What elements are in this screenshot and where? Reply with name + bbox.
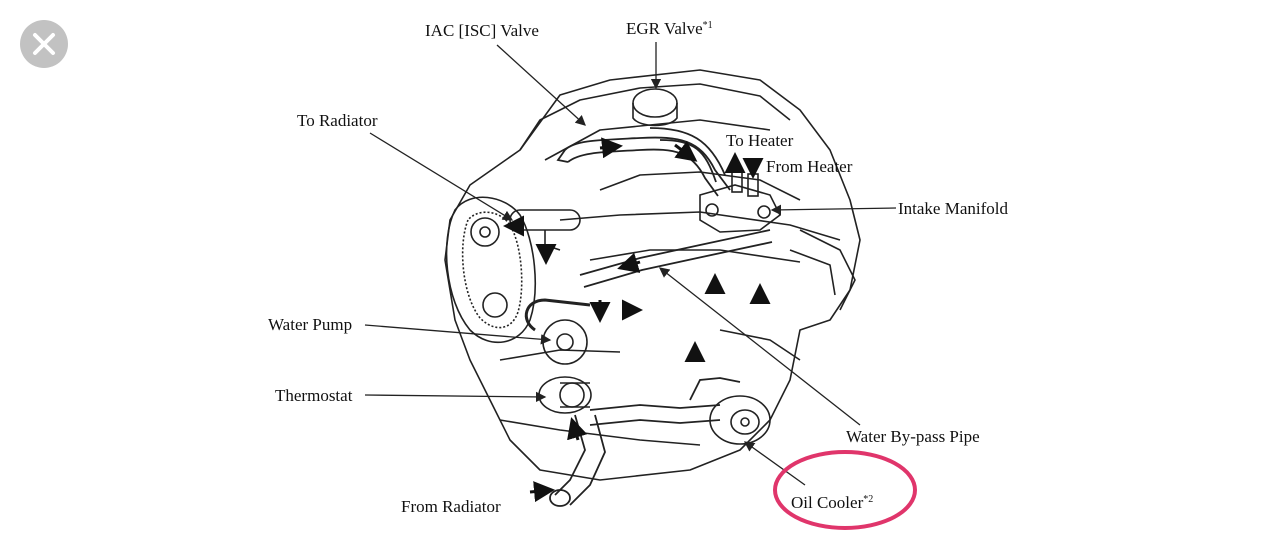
- label-from-radiator: From Radiator: [401, 497, 501, 516]
- flow-arrows: [503, 137, 771, 503]
- label-water-pump: Water Pump: [268, 315, 353, 334]
- engine-block: [444, 69, 861, 481]
- thermostat-shape: [538, 376, 592, 414]
- timing-belt: [445, 196, 536, 344]
- leader-lines: [364, 42, 897, 486]
- oil-cooler-shape: [709, 395, 771, 445]
- label-from-heater: From Heater: [766, 157, 853, 176]
- label-intake-manifold: Intake Manifold: [898, 199, 1008, 218]
- label-oil-cooler-note: *2: [863, 494, 874, 505]
- label-water-bypass-pipe: Water By-pass Pipe: [846, 427, 980, 446]
- label-egr-valve: EGR Valve*1: [626, 20, 713, 37]
- close-button[interactable]: [20, 20, 68, 68]
- egr-valve-shape: [632, 88, 678, 127]
- label-egr-valve-text: EGR Valve: [626, 19, 703, 38]
- label-egr-note: *1: [702, 20, 713, 31]
- label-oil-cooler-text: Oil Cooler: [791, 493, 864, 512]
- close-icon: [33, 33, 55, 55]
- label-thermostat: Thermostat: [275, 386, 353, 405]
- label-to-heater: To Heater: [726, 131, 794, 150]
- highlight-circle: [773, 450, 917, 530]
- label-to-radiator: To Radiator: [297, 111, 378, 130]
- label-iac-valve: IAC [ISC] Valve: [425, 21, 539, 40]
- label-oil-cooler: Oil Cooler*2: [791, 494, 873, 511]
- heater-valve-cluster: [699, 169, 782, 233]
- water-bypass-pipe-shape: [579, 229, 773, 288]
- lower-pipes: [549, 377, 741, 507]
